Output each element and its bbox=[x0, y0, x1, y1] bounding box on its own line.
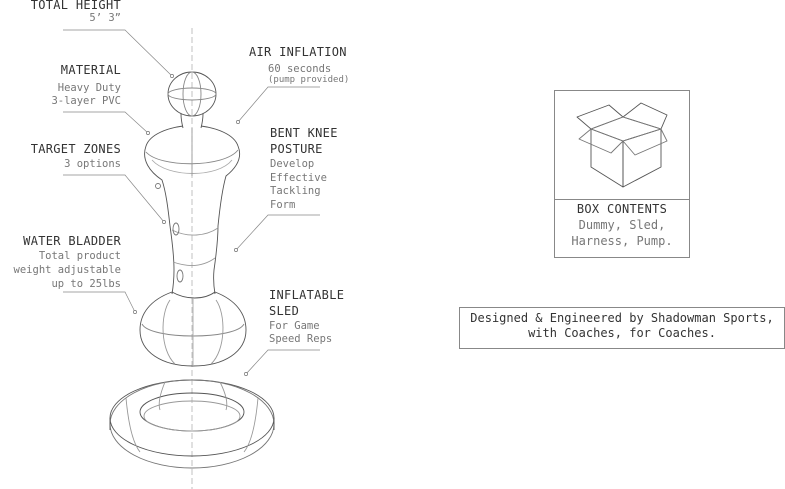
box-contents-line-2: Harness, Pump. bbox=[571, 234, 673, 248]
dummy-torso bbox=[144, 125, 241, 227]
target-zones-line-1: 3 options bbox=[64, 158, 121, 170]
water-bladder-line-2: weight adjustable bbox=[13, 264, 121, 276]
credit-box: Designed & Engineered by Shadowman Sport… bbox=[459, 307, 785, 349]
box-contents-title: BOX CONTENTS bbox=[576, 202, 668, 216]
bent-knee-title-2: POSTURE bbox=[270, 142, 323, 156]
total-height-value: 5’ 3” bbox=[89, 12, 121, 24]
air-inflation-title: AIR INFLATION bbox=[249, 45, 347, 59]
bent-knee-line-3: Tackling bbox=[270, 185, 321, 197]
credit-line-1: Designed & Engineered by Shadowman Sport… bbox=[470, 311, 774, 325]
credit-line-2: with Coaches, for Coaches. bbox=[528, 326, 716, 340]
open-box-icon bbox=[576, 102, 668, 188]
inflatable-sled-line-1: For Game bbox=[269, 320, 320, 332]
target-zones-title: TARGET ZONES bbox=[30, 142, 121, 156]
water-bladder-title: WATER BLADDER bbox=[23, 234, 121, 248]
bent-knee-title-1: BENT KNEE bbox=[270, 126, 338, 140]
dummy-base bbox=[139, 291, 247, 367]
water-bladder-line-1: Total product bbox=[38, 250, 121, 262]
inflatable-sled-title-2: SLED bbox=[269, 304, 300, 318]
box-contents-line-1: Dummy, Sled, bbox=[578, 218, 666, 232]
total-height-title: TOTAL HEIGHT bbox=[30, 0, 121, 12]
dummy-legs bbox=[155, 183, 219, 299]
material-line-1: Heavy Duty bbox=[57, 82, 121, 94]
air-inflation-line-2: (pump provided) bbox=[268, 75, 350, 85]
material-title: MATERIAL bbox=[60, 63, 121, 77]
material-line-2: 3-layer PVC bbox=[51, 95, 121, 107]
inflatable-sled-title-1: INFLATABLE bbox=[269, 288, 345, 302]
water-bladder-line-3: up to 25lbs bbox=[51, 278, 121, 290]
box-contents-panel: BOX CONTENTS Dummy, Sled, Harness, Pump. bbox=[554, 90, 690, 258]
dummy-head bbox=[167, 71, 217, 117]
bent-knee-line-4: Form bbox=[270, 199, 296, 211]
air-inflation-line-1: 60 seconds bbox=[268, 63, 332, 75]
inflatable-sled-line-2: Speed Reps bbox=[269, 333, 333, 345]
bent-knee-line-2: Effective bbox=[270, 172, 327, 184]
inflatable-sled bbox=[109, 379, 275, 469]
bent-knee-line-1: Develop bbox=[270, 158, 315, 170]
